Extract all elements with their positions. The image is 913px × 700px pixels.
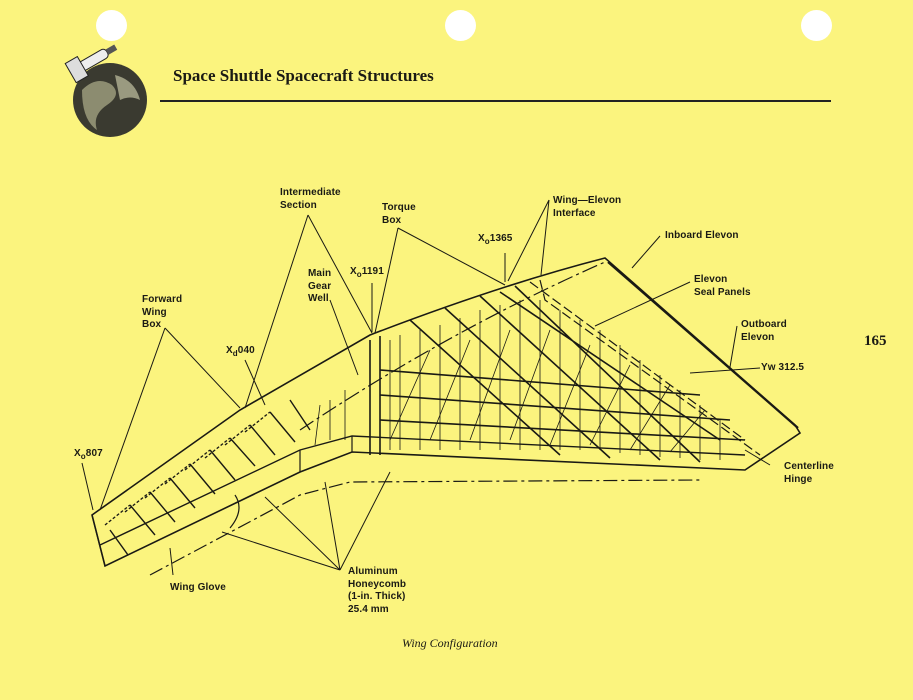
binder-hole bbox=[445, 10, 476, 41]
label-station-xd040: Xd040 bbox=[226, 345, 255, 358]
label-wing-glove: Wing Glove bbox=[170, 582, 226, 593]
label-station-x807: Xo807 bbox=[74, 448, 103, 461]
label-station-x1365: Xo1365 bbox=[478, 233, 513, 246]
label-outboard-elevon: Outboard Elevon bbox=[741, 319, 787, 343]
label-station-x1191: Xo1191 bbox=[350, 266, 384, 279]
label-wing-elevon-interface: Wing—Elevon Interface bbox=[553, 195, 622, 219]
label-elevon-seal-panels: Elevon Seal Panels bbox=[694, 274, 751, 298]
label-main-gear-well: Main Gear Well bbox=[308, 268, 332, 304]
label-inboard-elevon: Inboard Elevon bbox=[665, 230, 739, 241]
header-rule bbox=[160, 100, 831, 102]
binder-hole bbox=[801, 10, 832, 41]
label-forward-wing-box: Forward Wing Box bbox=[142, 294, 183, 330]
label-centerline-hinge: Centerline Hinge bbox=[784, 461, 834, 485]
shuttle-earth-logo bbox=[64, 44, 147, 137]
page-number: 165 bbox=[864, 333, 887, 349]
label-aluminum-honeycomb: Aluminum Honeycomb (1-in. Thick) 25.4 mm bbox=[348, 566, 407, 615]
label-torque-box: Torque Box bbox=[382, 202, 416, 226]
label-intermediate-section: Intermediate Section bbox=[280, 187, 341, 211]
figure-caption: Wing Configuration bbox=[402, 636, 498, 650]
page-title: Space Shuttle Spacecraft Structures bbox=[173, 66, 434, 85]
binder-hole bbox=[96, 10, 127, 41]
label-yw-312-5: Yw 312.5 bbox=[761, 362, 805, 373]
